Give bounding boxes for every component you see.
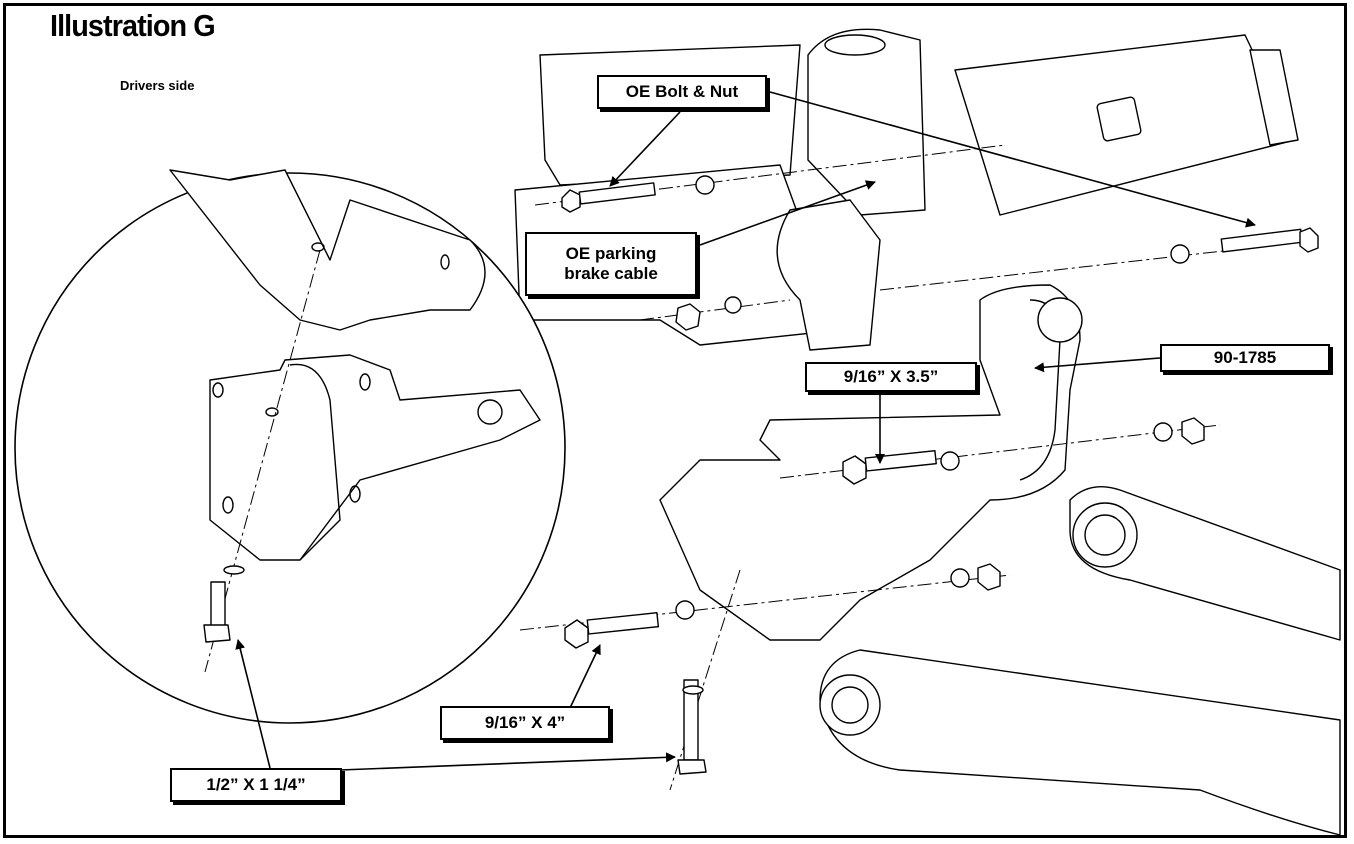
washer-mid bbox=[940, 451, 960, 471]
callout-part-90-1785-text: 90-1785 bbox=[1213, 348, 1277, 368]
washer-mid-right bbox=[1153, 422, 1173, 442]
right-bolt-shank bbox=[1220, 228, 1303, 253]
callout-oe-parking-line2: brake cable bbox=[564, 264, 658, 283]
leader-parking-brake bbox=[699, 180, 876, 246]
lower-arm-bushing bbox=[819, 674, 881, 736]
illustration-title: Illustration G bbox=[50, 8, 216, 43]
leader-oe-bolt bbox=[609, 111, 681, 187]
nut-lower-right bbox=[977, 563, 1001, 591]
washer-left bbox=[724, 296, 742, 314]
leader-90-1785 bbox=[1034, 357, 1161, 373]
upper-arm-bushing bbox=[1072, 502, 1138, 568]
illustration-subtitle: Drivers side bbox=[120, 78, 195, 93]
oe-bolt-head bbox=[561, 189, 581, 213]
frame-tube-face bbox=[1249, 49, 1299, 146]
nut-left bbox=[675, 303, 701, 331]
nut-mid-right bbox=[1181, 417, 1205, 445]
centerline-mid bbox=[779, 424, 1221, 479]
detail-view bbox=[169, 169, 541, 673]
callout-bolt-9-16-4-text: 9/16” X 4” bbox=[484, 713, 566, 733]
oe-bolt-shank bbox=[578, 182, 656, 205]
callout-oe-bolt-nut-text: OE Bolt & Nut bbox=[625, 82, 739, 102]
shock-mount bbox=[807, 28, 926, 216]
bushing-top bbox=[1037, 297, 1083, 343]
bolt-3-5-head bbox=[842, 455, 867, 485]
upper-control-arm bbox=[1069, 486, 1341, 641]
callout-bolt-9-16-3-5: 9/16” X 3.5” bbox=[805, 362, 977, 392]
callout-oe-parking-line1: OE parking bbox=[565, 244, 657, 264]
washer-lower bbox=[675, 600, 695, 620]
frame-tube-slot bbox=[1096, 96, 1142, 142]
shock-mount-hole bbox=[824, 34, 886, 56]
hanger-plate-rear bbox=[776, 199, 881, 351]
leader-4 bbox=[569, 644, 601, 709]
vertical-bolt-head bbox=[677, 759, 707, 775]
callout-bolt-9-16-4: 9/16” X 4” bbox=[440, 706, 610, 740]
callout-bolt-1-2-1-25-text: 1/2” X 1 1/4” bbox=[206, 775, 306, 795]
centerline-vertical bbox=[669, 569, 741, 791]
callout-bolt-9-16-3-5-text: 9/16” X 3.5” bbox=[843, 367, 939, 387]
upper-arm-bushing-inner bbox=[1084, 514, 1126, 556]
lower-control-arm bbox=[819, 649, 1341, 836]
leader-1-2-left bbox=[235, 639, 271, 769]
upper-bracket bbox=[539, 44, 801, 186]
vertical-washer bbox=[682, 685, 704, 695]
callout-part-90-1785: 90-1785 bbox=[1160, 344, 1330, 372]
drawing-frame bbox=[3, 3, 1347, 838]
right-bolt-head bbox=[1299, 227, 1319, 253]
bolt-3-5-shank bbox=[864, 450, 937, 472]
washer-lower-right bbox=[950, 568, 970, 588]
callout-oe-parking-brake: OE parking brake cable bbox=[525, 232, 697, 296]
leader-1-2-right bbox=[339, 752, 676, 771]
washer-right bbox=[1170, 244, 1190, 264]
lower-arm-bushing-inner bbox=[831, 686, 869, 724]
centerline-left bbox=[639, 299, 791, 321]
washer-top bbox=[695, 175, 715, 195]
callout-oe-bolt-nut: OE Bolt & Nut bbox=[597, 75, 767, 109]
leader-oe-bolt-right bbox=[769, 91, 1256, 228]
bolt-4-head bbox=[564, 619, 589, 649]
callout-bolt-1-2-1-25: 1/2” X 1 1/4” bbox=[170, 768, 342, 802]
bolt-4-shank bbox=[586, 612, 660, 635]
